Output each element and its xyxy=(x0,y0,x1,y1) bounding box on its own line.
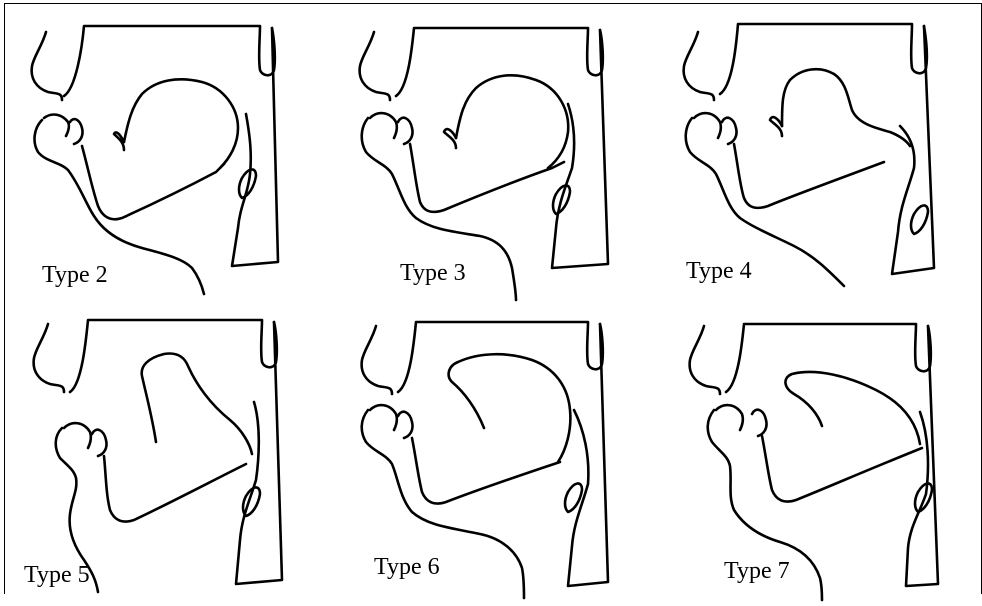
vocal-tract-panel-type-5: Type 5 xyxy=(24,310,324,600)
palate xyxy=(398,322,603,392)
lower-lip-inner xyxy=(716,405,743,430)
palate xyxy=(726,324,931,392)
epiglottis xyxy=(911,205,928,234)
tongue-dorsum xyxy=(124,79,238,168)
teeth xyxy=(398,118,413,144)
vocal-tract-sketch-type-5 xyxy=(24,310,324,600)
tongue xyxy=(762,436,922,502)
pharynx-wall xyxy=(232,28,278,266)
vocal-tract-panel-type-3: Type 3 xyxy=(352,18,652,308)
teeth xyxy=(70,119,83,144)
upper-lip xyxy=(360,32,390,100)
upper-lip xyxy=(32,32,62,100)
lower-lip-inner xyxy=(44,115,69,136)
vocal-tract-panel-type-6: Type 6 xyxy=(352,312,652,602)
tongue-dorsum xyxy=(449,354,571,462)
tongue-dorsum xyxy=(142,354,252,455)
palate xyxy=(70,320,277,392)
teeth xyxy=(92,430,107,456)
teeth xyxy=(752,410,767,436)
panel-label-type-2: Type 2 xyxy=(42,262,108,289)
panel-label-type-6: Type 6 xyxy=(374,554,440,581)
tongue-tip xyxy=(444,129,456,148)
tongue-tip xyxy=(770,117,782,136)
lower-lip-inner xyxy=(64,423,91,448)
lower-lip-inner xyxy=(694,113,721,138)
pharynx-wall xyxy=(906,326,938,586)
panel-label-type-5: Type 5 xyxy=(24,562,90,589)
lower-lip-inner xyxy=(370,113,397,138)
tongue xyxy=(410,144,564,212)
vocal-tract-panel-type-2: Type 2 xyxy=(24,18,324,308)
upper-lip xyxy=(34,324,64,392)
teeth xyxy=(722,118,737,144)
tongue xyxy=(104,456,246,522)
tongue-dorsum xyxy=(785,372,920,444)
lower-lip-inner xyxy=(370,405,397,430)
palate xyxy=(720,24,927,94)
panel-label-type-3: Type 3 xyxy=(400,260,466,287)
palate xyxy=(396,28,603,96)
panel-label-type-4: Type 4 xyxy=(686,258,752,285)
panel-label-type-7: Type 7 xyxy=(724,558,790,585)
vocal-tract-panel-type-7: Type 7 xyxy=(680,316,980,606)
pharynx-wall xyxy=(236,322,282,584)
tongue xyxy=(734,144,884,208)
tongue xyxy=(412,438,560,504)
upper-lip xyxy=(362,326,392,394)
pharynx-wall xyxy=(552,30,608,268)
tongue-dorsum xyxy=(782,69,910,146)
vocal-tract-sketch-type-3 xyxy=(352,18,652,308)
palate xyxy=(64,26,275,96)
teeth xyxy=(398,412,413,438)
vocal-tract-panel-type-4: Type 4 xyxy=(678,18,978,308)
tongue-tip xyxy=(114,132,124,150)
upper-lip xyxy=(684,32,714,100)
upper-lip xyxy=(690,326,720,394)
tongue-dorsum xyxy=(456,75,568,168)
tongue xyxy=(82,146,224,219)
